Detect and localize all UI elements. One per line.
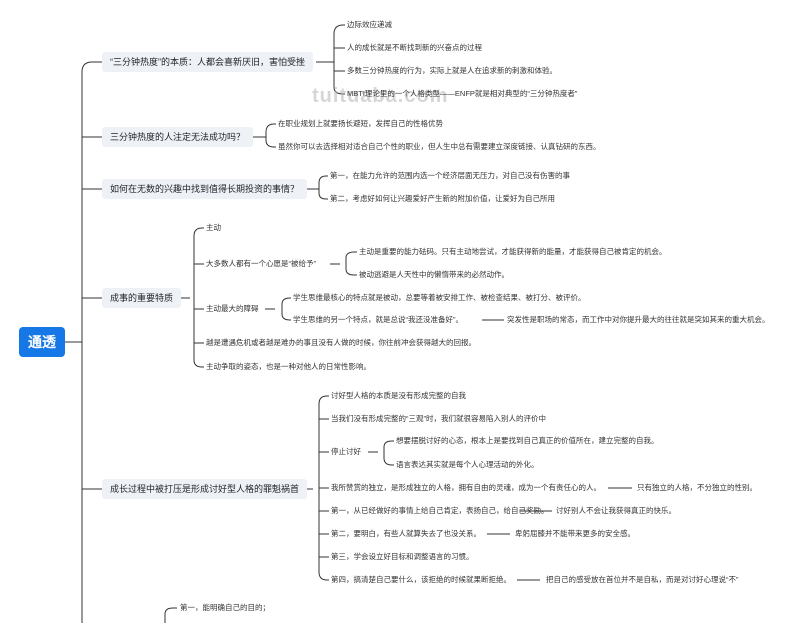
leaf-node[interactable]: 多数三分钟热度的行为，实际上就是人在追求新的刺激和体验。 [347, 66, 557, 75]
leaf-node[interactable]: 第二，要明白，有些人就算失去了也没关系。 [331, 529, 481, 538]
leaf-node[interactable]: MBTI理论里的一个人格类型——ENFP就是相对典型的“三分钟热度者” [347, 89, 578, 98]
leaf-node[interactable]: 第四，搞清楚自己要什么，该拒绝的时候就果断拒绝。 [331, 575, 511, 584]
leaf-node[interactable]: 突发性是职场的常态，而工作中对你提升最大的往往就是突如其来的重大机会。 [507, 315, 770, 324]
leaf-node[interactable]: 讨好型人格的本质是没有形成完整的自我 [331, 391, 466, 400]
leaf-node[interactable]: 被动逃避是人天性中的懒惰带来的必然动作。 [359, 270, 509, 279]
leaf-node[interactable]: 人的成长就是不断找到新的兴奋点的过程 [347, 43, 482, 52]
leaf-node[interactable]: 主动是重要的能力砝码。只有主动地尝试，才能获得新的能量，才能获得自己被肯定的机会… [359, 247, 667, 256]
leaf-node[interactable]: 想要摆脱讨好的心态，根本上是要找到自己真正的价值所在，建立完整的自我。 [396, 436, 659, 445]
leaf-node[interactable]: 卑躬屈膝并不能带来更多的安全感。 [515, 529, 635, 538]
branch-node-three-minute-essence[interactable]: “三分钟热度”的本质：人都会喜新厌旧，害怕受挫 [102, 52, 313, 72]
root-node[interactable]: 通透 [19, 327, 65, 357]
leaf-node[interactable]: 主动 [206, 223, 221, 232]
leaf-node[interactable]: 边际效应递减 [347, 20, 392, 29]
leaf-node[interactable]: 学生思维的另一个特点，就是总说“我还没准备好”。 [293, 315, 463, 324]
leaf-node[interactable]: 第二，考虑好如何让兴趣爱好产生新的附加价值，让爱好为自己所用 [330, 194, 555, 203]
leaf-node[interactable]: 当我们没有形成完整的“三观”时，我们就很容易陷入别人的评价中 [331, 414, 546, 423]
leaf-node[interactable]: 我所赞赏的独立，是形成独立的人格，拥有自由的灵魂，成为一个有责任心的人。 [331, 483, 601, 492]
leaf-node[interactable]: 虽然你可以去选择相对适合自己个性的职业，但人生中总有需要建立深度链接、认真钻研的… [278, 142, 601, 151]
branch-node-people-pleasing[interactable]: 成长过程中被打压是形成讨好型人格的罪魁祸首 [102, 479, 308, 499]
leaf-node[interactable]: 越是遭遇危机或者越是难办的事且没有人做的时候，你往前冲会获得越大的回报。 [206, 338, 476, 347]
leaf-node[interactable]: 讨好别人不会让我获得真正的快乐。 [556, 506, 676, 515]
leaf-node[interactable]: 语言表达其实就是每个人心理活动的外化。 [396, 460, 539, 469]
leaf-node[interactable]: 在职业规划上就要扬长避短，发挥自己的性格优势 [278, 119, 443, 128]
leaf-node[interactable]: 学生思维最核心的特点就是被动，总要等着被安排工作、被检查结果、被打分、被评价。 [293, 293, 586, 302]
leaf-node[interactable]: 第三，学会设立好目标和调整语言的习惯。 [331, 552, 474, 561]
leaf-node[interactable]: 主动争取的姿态，也是一种对他人的日常性影响。 [206, 362, 371, 371]
leaf-node[interactable]: 第一，从已经做好的事情上给自己肯定，表扬自己，给自己奖励。 [331, 506, 549, 515]
leaf-node[interactable]: 第一，能明确自己的目的； [180, 603, 270, 612]
watermark: tuituaba.com [312, 85, 449, 107]
branch-node-long-term-interest[interactable]: 如何在无数的兴趣中找到值得长期投资的事情？ [102, 179, 308, 199]
sub-node[interactable]: 停止讨好 [331, 447, 361, 456]
sub-node[interactable]: 主动最大的障碍 [206, 304, 259, 313]
leaf-node[interactable]: 把自己的感受放在首位并不是自私，而是对讨好心理说“不” [546, 575, 739, 584]
sub-node[interactable]: 大多数人都有一个心愿是“被给予” [206, 259, 316, 268]
leaf-node[interactable]: 只有独立的人格，不分独立的性别。 [637, 483, 757, 492]
branch-node-can-succeed[interactable]: 三分钟热度的人注定无法成功吗？ [102, 127, 254, 147]
leaf-node[interactable]: 第一，在能力允许的范围内选一个经济层面无压力，对自己没有伤害的事 [330, 171, 570, 180]
branch-node-key-traits[interactable]: 成事的重要特质 [102, 288, 182, 308]
